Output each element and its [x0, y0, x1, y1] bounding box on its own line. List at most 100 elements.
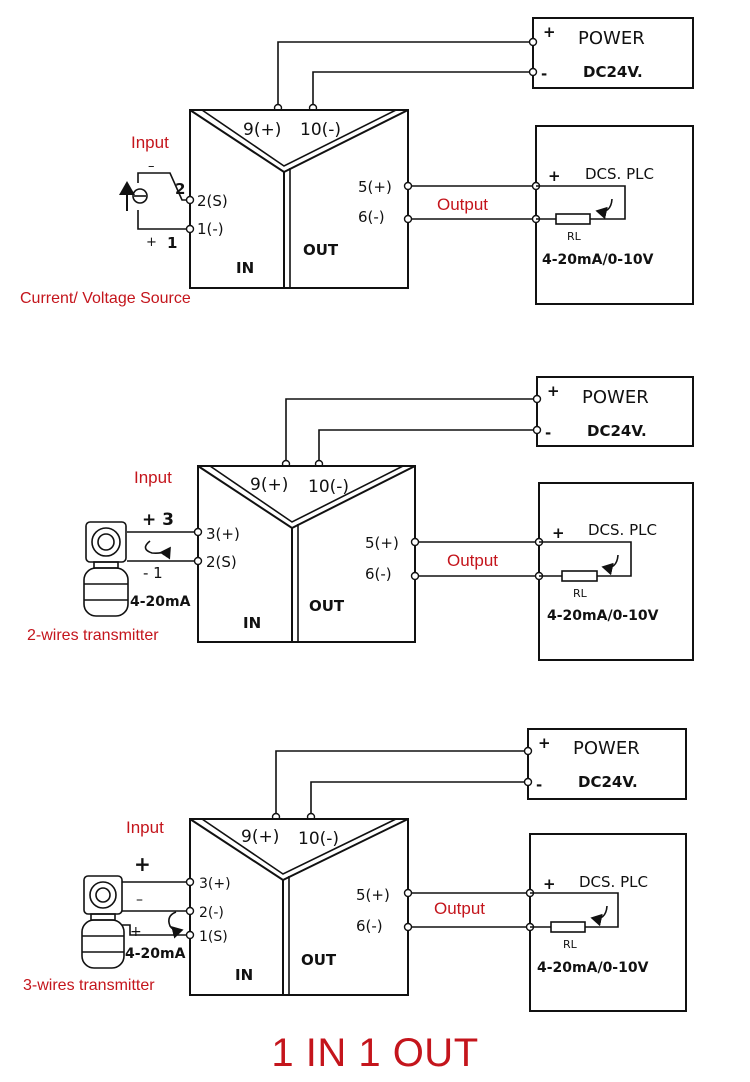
power-plus-wire	[285, 398, 537, 464]
power-minus-sign: -	[536, 776, 542, 794]
terminal-5-label: 5(+)	[365, 534, 399, 552]
dcs-box	[535, 125, 694, 305]
module-body	[197, 465, 416, 643]
power-title: POWER	[582, 387, 649, 408]
terminal-9-label: 9(+)	[241, 827, 279, 847]
rl-resistor	[555, 213, 591, 225]
power-title: POWER	[578, 28, 645, 49]
rl-label: RL	[567, 230, 582, 243]
rl-label: RL	[563, 938, 578, 951]
power-minus-wire	[318, 429, 537, 464]
diagram-current-voltage-source: + - POWER DC24V. 9(+) 10(-) IN OUT 5(+) …	[20, 17, 694, 307]
dcs-current-arrow-icon	[601, 554, 619, 576]
dcs-current-arrow-icon	[590, 905, 608, 927]
source-circle	[132, 188, 148, 204]
terminal-6-label: 6(-)	[365, 565, 392, 583]
page-title: 1 IN 1 OUT	[271, 1031, 479, 1075]
terminal-10-label: 10(-)	[300, 120, 341, 140]
signal-label: 4-20mA	[125, 946, 186, 962]
power-plus-dot	[523, 746, 533, 756]
terminal-6-label: 6(-)	[358, 208, 385, 226]
power-plus-sign: +	[538, 734, 551, 752]
terminal-2s-label: 2(S)	[197, 192, 228, 210]
power-voltage: DC24V.	[578, 773, 638, 791]
terminal-1-dot	[185, 930, 195, 940]
terminal-6-dot	[403, 922, 413, 932]
terminal-6-label: 6(-)	[356, 917, 383, 935]
terminal-10-label: 10(-)	[298, 829, 339, 849]
power-plus-wire	[277, 41, 533, 108]
source-pin-2: 2	[175, 180, 185, 198]
module-in-label: IN	[236, 259, 254, 277]
terminal-1-label: 1(-)	[197, 220, 224, 238]
power-minus-dot	[523, 777, 533, 787]
wire-minus-1: - 1	[143, 564, 163, 582]
terminal-2-dot	[185, 195, 195, 205]
terminal-5-dot	[403, 181, 413, 191]
power-minus-dot	[528, 67, 538, 77]
terminal-5-dot	[403, 888, 413, 898]
power-title: POWER	[573, 738, 640, 759]
module-body	[189, 818, 409, 996]
power-plus-wire	[275, 750, 528, 817]
input-label: Input	[131, 133, 169, 152]
terminal-3-label: 3(+)	[206, 525, 240, 543]
module-out-label: OUT	[309, 597, 345, 615]
module-v-inner	[209, 465, 404, 523]
terminal-5-label: 5(+)	[356, 886, 390, 904]
dcs-title: DCS. PLC	[579, 873, 648, 891]
terminal-2-dot	[193, 556, 203, 566]
dcs-current-arrow-icon	[595, 198, 613, 220]
module-out-label: OUT	[303, 241, 339, 259]
wire-plus-mark: +	[134, 852, 151, 876]
module-in-label: IN	[235, 966, 253, 984]
transmitter-2wire-icon	[83, 521, 129, 617]
dcs-plus-sign: +	[552, 524, 565, 542]
terminal-6-dot	[403, 214, 413, 224]
power-voltage: DC24V.	[583, 63, 643, 81]
transmitter-3wire-icon	[81, 875, 125, 969]
power-minus-wire	[310, 781, 528, 817]
output-label: Output	[437, 195, 488, 214]
terminal-10-label: 10(-)	[308, 477, 349, 497]
dcs-loop-wire	[530, 892, 619, 928]
terminal-3-dot	[185, 877, 195, 887]
terminal-2-dot	[185, 906, 195, 916]
input-label: Input	[126, 818, 164, 837]
dcs-plus-sign: +	[548, 167, 561, 185]
terminal-5-label: 5(+)	[358, 178, 392, 196]
terminal-9-label: 9(+)	[250, 475, 288, 495]
input-wire-1	[137, 210, 190, 230]
power-box	[527, 728, 687, 800]
dcs-range: 4-20mA/0-10V	[542, 252, 654, 268]
source-label: 2-wires transmitter	[27, 627, 159, 644]
power-minus-wire	[312, 71, 533, 108]
terminal-2s-label: 2(S)	[206, 553, 237, 571]
power-plus-dot	[532, 394, 542, 404]
power-voltage: DC24V.	[587, 422, 647, 440]
output-label: Output	[447, 551, 498, 570]
input-label: Input	[134, 468, 172, 487]
dcs-plus-sign: +	[543, 875, 556, 893]
power-box	[532, 17, 694, 89]
loop-current-arrow-icon	[144, 540, 171, 560]
power-plus-sign: +	[547, 382, 560, 400]
power-minus-dot	[532, 425, 542, 435]
input-wire-2	[137, 172, 190, 201]
source-minus-mark: –	[148, 159, 155, 174]
source-plus-mark: +	[146, 235, 157, 250]
rl-resistor	[550, 921, 586, 933]
output-label: Output	[434, 899, 485, 918]
loop-current-arrow-icon	[168, 911, 184, 939]
source-label: 3-wires transmitter	[23, 977, 155, 994]
dcs-range: 4-20mA/0-10V	[537, 960, 649, 976]
dcs-loop-wire	[539, 541, 632, 577]
terminal-2-label: 2(-)	[199, 905, 224, 921]
diagram-2-wires-transmitter: + - POWER DC24V. 9(+) 10(-) IN OUT 5(+) …	[27, 376, 694, 661]
terminal-1s-label: 1(S)	[199, 929, 228, 945]
terminal-1-dot	[185, 224, 195, 234]
terminal-3-label: 3(+)	[199, 876, 231, 892]
power-box	[536, 376, 694, 447]
rl-label: RL	[573, 587, 588, 600]
